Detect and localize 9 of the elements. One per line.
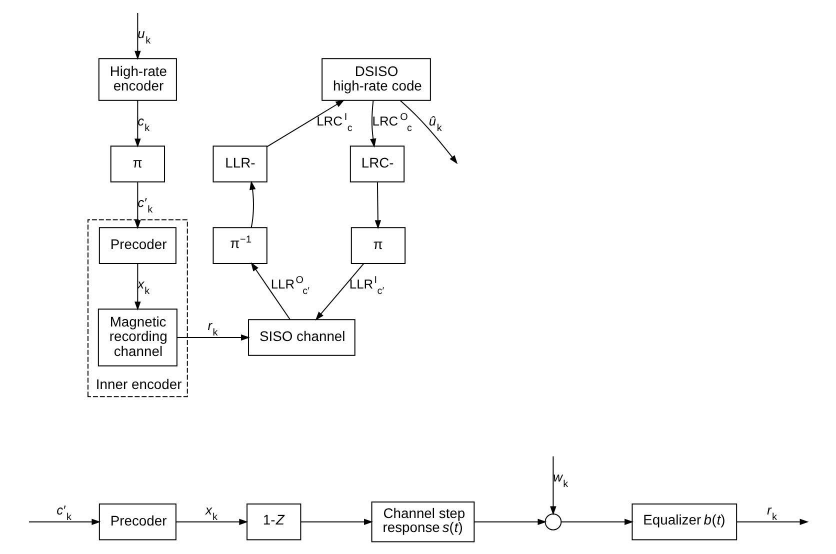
edge-label: x$_{k}$ bbox=[206, 502, 218, 523]
edge-label: w$_{k}$ bbox=[553, 470, 568, 490]
edge-label: c′$_{k}$ bbox=[138, 195, 153, 216]
edge-label: r$_{k}$ bbox=[208, 318, 218, 338]
edge-label: c′$_{k}$ bbox=[56, 502, 72, 523]
edge-label: u$_{k}$ bbox=[138, 26, 151, 47]
edge-label: û$_{k}$ bbox=[428, 114, 442, 134]
edge-label: c$_{k}$ bbox=[138, 114, 150, 134]
edge-label: r$_{k}$ bbox=[766, 502, 777, 523]
